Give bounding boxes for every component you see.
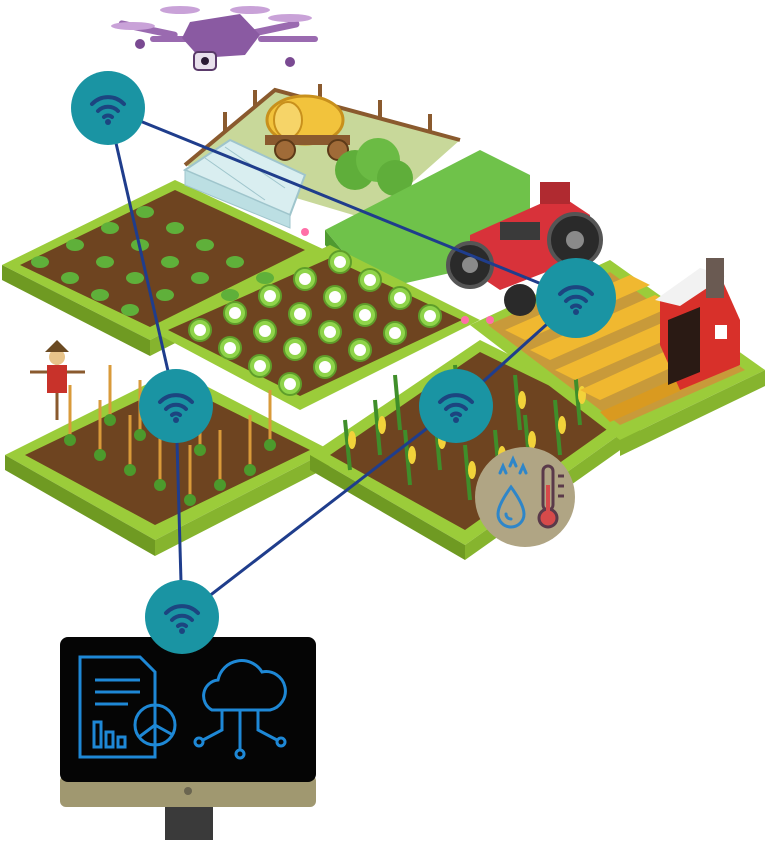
- wifi-icon: [164, 604, 200, 628]
- environment-sensor: [475, 447, 575, 547]
- link-node1-node3: [106, 107, 178, 407]
- pie-chart-icon: [133, 703, 177, 747]
- scarecrow-plot: [5, 370, 330, 556]
- wifi-node-4: [419, 369, 493, 443]
- flowers: [301, 228, 494, 324]
- thermometer-icon: [537, 464, 564, 529]
- bush: [335, 138, 413, 196]
- link-node4-node5: [181, 404, 457, 619]
- bar-chart-icon: [92, 720, 127, 749]
- wifi-node-1: [71, 71, 145, 145]
- wifi-icon: [90, 95, 126, 119]
- barn: [655, 258, 740, 390]
- bean-plants: [64, 414, 276, 506]
- farm-fields: [2, 84, 765, 560]
- scarecrow: [30, 340, 85, 420]
- wifi-icon: [558, 285, 594, 309]
- humidity-icon: [496, 455, 528, 529]
- drone: [111, 6, 318, 71]
- wifi-node-2: [536, 258, 616, 338]
- wifi-icon: [438, 393, 474, 417]
- cloud-network-icon: [193, 659, 287, 760]
- cabbages: [188, 250, 442, 396]
- link-node1-node2: [107, 106, 577, 300]
- wifi-node-3: [139, 369, 213, 443]
- wifi-icon: [158, 393, 194, 417]
- hay-cart: [265, 94, 350, 161]
- wifi-node-5: [145, 580, 219, 654]
- cabbage-plot: [150, 245, 480, 410]
- dashboard-monitor: [60, 637, 316, 840]
